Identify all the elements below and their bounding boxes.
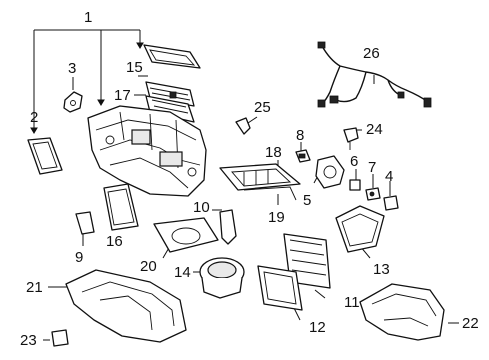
- part-2-filter-frame: [27, 137, 63, 175]
- part-4-connector: [383, 195, 399, 211]
- callout-14: 14: [174, 264, 191, 281]
- part-26-wire-harness: [317, 41, 432, 108]
- part-24-connector: [343, 127, 359, 150]
- callout-20: 20: [140, 258, 157, 275]
- part-16-filter: [103, 183, 139, 231]
- callout-23: 23: [20, 332, 37, 349]
- callout-labels: 1 2 3 4 5 6 7 8 9 10 11 12 13 14 15 16 1…: [20, 9, 479, 349]
- callout-3: 3: [68, 60, 76, 77]
- callout-5: 5: [303, 192, 311, 209]
- part-12-case-section: [257, 265, 303, 311]
- part-17-door: [145, 95, 195, 123]
- part-10-bracket: [219, 209, 237, 245]
- part-15-door: [145, 81, 195, 107]
- part-21-lower-case: [65, 269, 187, 343]
- part-1-hvac-case: [87, 105, 207, 197]
- part-20-housing: [153, 217, 219, 253]
- callout-17: 17: [114, 87, 131, 104]
- callout-22: 22: [462, 315, 479, 332]
- callout-18: 18: [265, 144, 282, 161]
- callout-4: 4: [385, 168, 393, 185]
- callout-6: 6: [350, 153, 358, 170]
- part-13-heater-core: [335, 205, 385, 253]
- part-14-blower-motor: [199, 257, 245, 299]
- part-8-switch: [295, 149, 311, 163]
- callout-1: 1: [84, 9, 92, 26]
- callout-2: 2: [30, 109, 38, 126]
- callout-11: 11: [344, 294, 360, 311]
- callout-25: 25: [254, 99, 271, 116]
- callout-26: 26: [363, 45, 380, 62]
- part-19-seal: [243, 186, 297, 201]
- callout-13: 13: [373, 261, 390, 278]
- callout-9: 9: [75, 249, 83, 266]
- part-1-top-filter: [143, 44, 201, 69]
- part-9-tube: [75, 211, 95, 235]
- callout-24: 24: [366, 121, 383, 138]
- part-6-sensor: [349, 179, 361, 191]
- part-5-actuator: [315, 155, 345, 189]
- callout-12: 12: [309, 319, 326, 336]
- part-25-clip: [235, 117, 251, 135]
- callout-19: 19: [268, 209, 285, 226]
- callout-10: 10: [193, 199, 210, 216]
- part-23-connector: [51, 329, 69, 347]
- callout-16: 16: [106, 233, 123, 250]
- part-3-bracket: [63, 91, 83, 113]
- part-18-frame: [219, 163, 301, 191]
- callout-21: 21: [26, 279, 43, 296]
- callout-15: 15: [126, 59, 143, 76]
- callout-7: 7: [368, 159, 376, 176]
- part-22-duct: [359, 283, 445, 341]
- part-7-sensor: [365, 187, 381, 201]
- callout-8: 8: [296, 127, 304, 144]
